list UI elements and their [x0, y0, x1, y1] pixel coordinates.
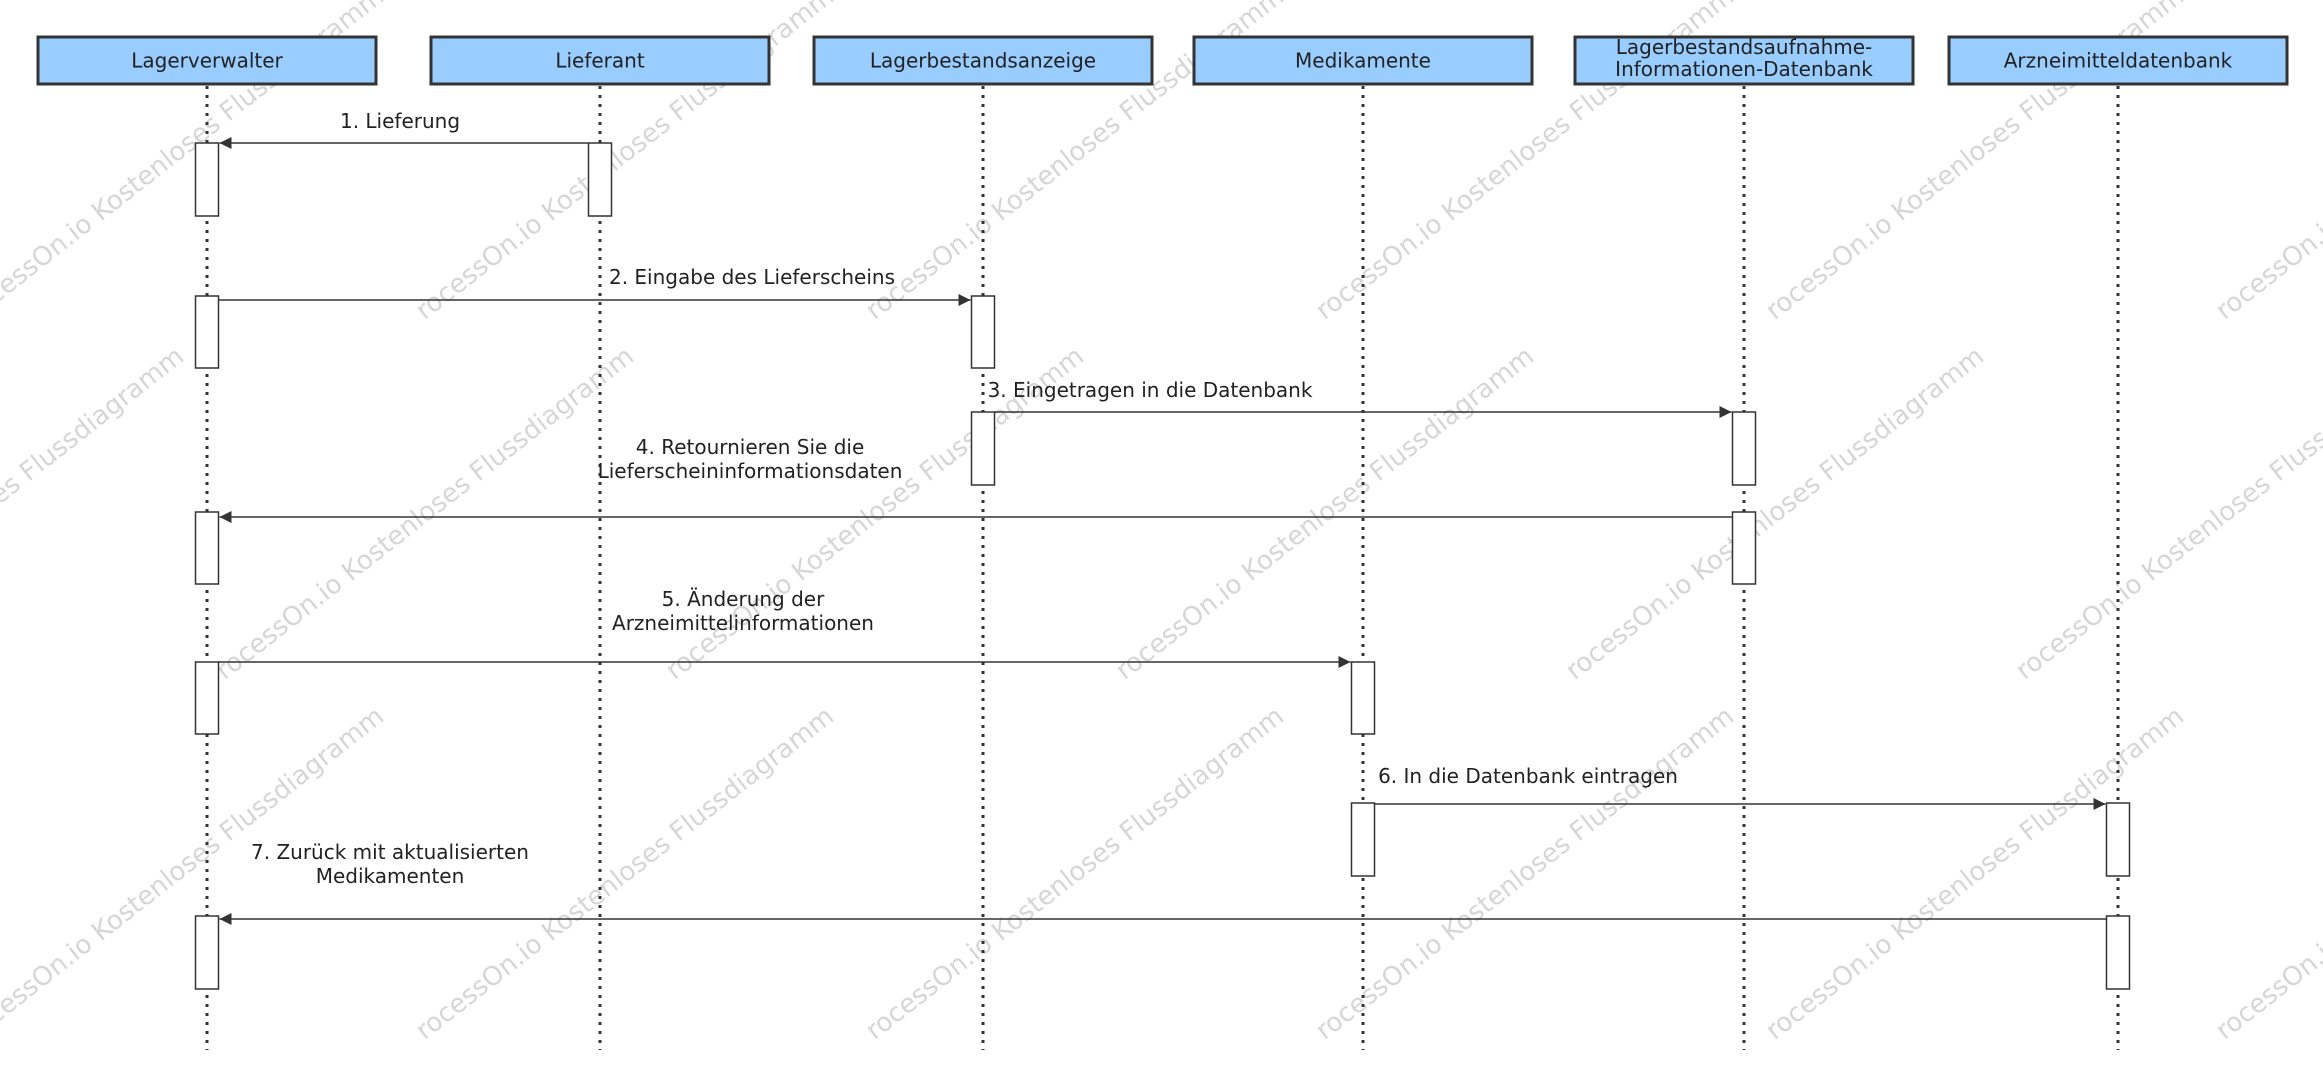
participant-label: Informationen-Datenbank	[1615, 57, 1873, 81]
participant-box-lagerbestandsanzeige	[812, 35, 1154, 86]
watermark-text: rocessOn.io Kostenloses Flussdiagramm	[0, 341, 190, 686]
activation-bar	[970, 295, 996, 369]
watermark-text: rocessOn.io Kostenloses Flussdiagramm	[210, 341, 639, 686]
message-label-7: 7. Zurück mit aktualisierten	[251, 840, 529, 864]
message-label-4: Lieferscheininformationsdaten	[598, 459, 903, 483]
activation-bars	[194, 142, 2131, 990]
message-label-5: Arzneimittelinformationen	[612, 611, 874, 635]
participant-box-lagerbestandsaufnahme-db	[1573, 35, 1915, 86]
activation-bar	[1350, 802, 1376, 877]
message-label-4: 4. Retournieren Sie die	[636, 435, 865, 459]
participant-box-arzneimitteldatenbank	[1947, 35, 2289, 86]
activation-bar	[2105, 802, 2131, 877]
watermark-layer: rocessOn.io Kostenloses Flussdiagrammroc…	[0, 0, 2323, 1046]
message-label-7: Medikamenten	[316, 864, 465, 888]
message-label-2: 2. Eingabe des Lieferscheins	[609, 265, 895, 289]
message-label-1: 1. Lieferung	[340, 109, 460, 133]
activation-bar	[1350, 661, 1376, 735]
activation-bar	[194, 295, 220, 369]
participant-label: Lagerbestandsaufnahme-	[1616, 35, 1873, 59]
participant-box-lagerverwalter	[36, 35, 378, 86]
activation-bar	[194, 142, 220, 217]
message-label-3: 3. Eingetragen in die Datenbank	[988, 378, 1313, 402]
activation-bar	[587, 142, 613, 217]
participant-box-lieferant	[429, 35, 771, 86]
watermark-text: rocessOn.io Kostenloses Flussdiagramm	[2010, 341, 2323, 686]
activation-bar	[970, 411, 996, 486]
participant-label: Lagerverwalter	[131, 49, 283, 73]
lifelines	[205, 86, 2120, 1050]
message-label-6: 6. In die Datenbank eintragen	[1378, 764, 1678, 788]
watermark-text: rocessOn.io Kostenloses Flussdiagramm	[410, 701, 839, 1046]
messages: 1. Lieferung 2. Eingabe des Lieferscheins…	[218, 109, 2107, 925]
participant-headers: Lagerverwalter Lieferant Lagerbestandsanze…	[36, 35, 2289, 86]
watermark-text: rocessOn.io Kostenloses Flussdiagramm	[1560, 341, 1989, 686]
participant-label: Arzneimitteldatenbank	[2004, 49, 2233, 73]
activation-bar	[194, 511, 220, 585]
activation-bar	[1731, 411, 1757, 486]
participant-label: Medikamente	[1295, 49, 1431, 73]
watermark-text: rocessOn.io Kostenloses Flussdiagramm	[860, 701, 1289, 1046]
activation-bar	[1731, 511, 1757, 585]
participant-box-medikamente	[1192, 35, 1534, 86]
participant-label: Lagerbestandsanzeige	[870, 49, 1096, 73]
activation-bar	[2105, 915, 2131, 990]
participant-label: Lieferant	[555, 49, 645, 73]
message-label-5: 5. Änderung der	[662, 587, 825, 611]
watermark-text: rocessOn.io Kostenloses Flussdiagramm	[2210, 701, 2323, 1046]
activation-bar	[194, 661, 220, 735]
activation-bar	[194, 915, 220, 990]
